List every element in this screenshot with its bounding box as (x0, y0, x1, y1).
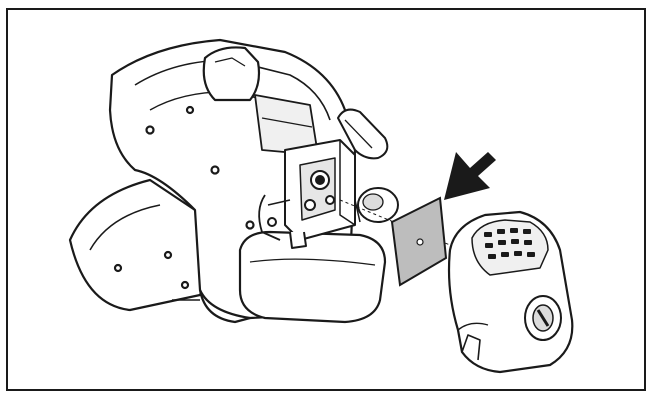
carburetor (258, 139, 356, 249)
choke-lever (337, 108, 389, 160)
insertion-arrow (444, 152, 496, 200)
air-filter-element (390, 196, 448, 287)
air-filter-cover (447, 210, 574, 374)
alignment-guide (339, 199, 451, 246)
primer-bulb (354, 187, 399, 223)
